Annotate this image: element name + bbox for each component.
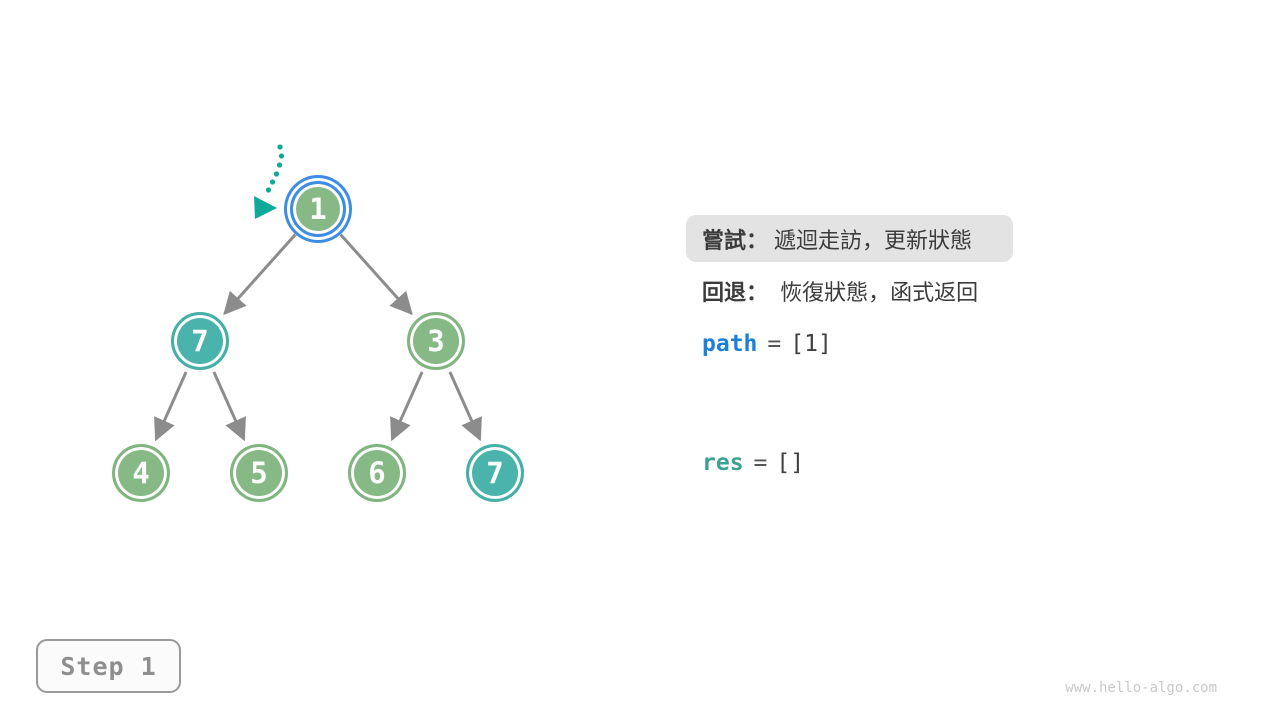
- path-value: [1]: [790, 331, 832, 357]
- edge-7-5: [212, 371, 246, 442]
- backtrack-label: 回退：: [702, 280, 769, 305]
- edge-1-7: [223, 233, 297, 316]
- res-variable-line: res = []: [702, 450, 804, 477]
- node-value: 7: [486, 455, 504, 490]
- res-equals-sign: =: [753, 450, 768, 476]
- node-value: 4: [132, 455, 150, 490]
- step-badge: Step 1: [36, 639, 181, 693]
- edge-7-4: [154, 371, 188, 442]
- current-pointer-arrow-icon: [254, 144, 285, 219]
- path-variable-line: path = [1]: [702, 331, 832, 358]
- backtrack-line: 回退： 恢復狀態，函式返回: [702, 279, 978, 307]
- tree-node-4: 4: [112, 444, 170, 502]
- tree-node-7-left: 7: [171, 312, 229, 370]
- edge-3-6: [390, 371, 424, 442]
- tree-edges-layer: [154, 144, 482, 442]
- node-value: 1: [309, 191, 327, 226]
- node-value: 6: [368, 455, 386, 490]
- try-label: 嘗試：: [702, 227, 769, 253]
- edge-1-3: [339, 233, 413, 316]
- node-value: 5: [250, 455, 268, 490]
- try-text: 遞迴走訪，更新狀態: [774, 227, 973, 253]
- tree-node-current-1: 1: [290, 181, 346, 237]
- try-highlight-box: 嘗試： 遞迴走訪，更新狀態: [686, 215, 1013, 262]
- watermark: www.hello-algo.com: [1065, 680, 1217, 696]
- node-value: 7: [191, 323, 209, 358]
- node-value: 3: [427, 323, 445, 358]
- edge-3-7: [448, 371, 482, 442]
- tree-edges: [154, 233, 482, 442]
- backtrack-text: 恢復狀態，函式返回: [780, 280, 979, 305]
- tree-node-3: 3: [407, 312, 465, 370]
- res-value: []: [776, 450, 805, 476]
- path-equals-sign: =: [767, 331, 782, 357]
- tree-node-7-right: 7: [466, 444, 524, 502]
- tree-node-5: 5: [230, 444, 288, 502]
- path-variable-name: path: [702, 331, 758, 357]
- step-badge-label: Step 1: [60, 651, 157, 681]
- res-variable-name: res: [702, 450, 744, 476]
- tree-node-6: 6: [348, 444, 406, 502]
